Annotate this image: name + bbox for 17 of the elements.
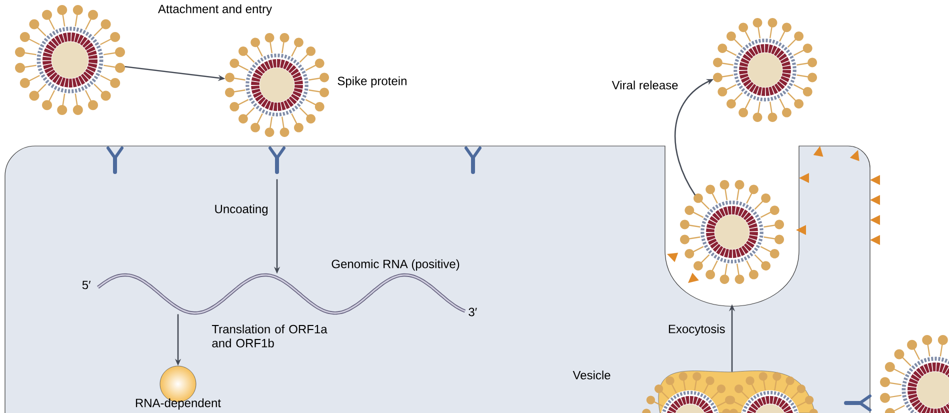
virus-drawing <box>713 18 817 122</box>
edge-label: Translation of ORF1a and ORF1b <box>210 323 334 349</box>
beside-label: 5′ <box>82 280 91 290</box>
beside-label: Genomic RNA (positive) <box>332 259 460 271</box>
beside-label: Vesicle <box>572 370 610 380</box>
vesicle-drawing <box>642 370 818 413</box>
edge-label: Attachment and entry <box>156 2 274 18</box>
virus-drawing <box>15 5 125 115</box>
beside-label: 3′ <box>468 308 477 316</box>
beside-label: RNA-dependent <box>136 398 221 410</box>
edge-label: Exocytosis <box>666 322 727 338</box>
rna-strand-drawing <box>97 273 466 315</box>
virus-drawing <box>680 180 784 284</box>
edge-label: Viral release <box>610 79 680 91</box>
virus-drawing <box>225 33 329 137</box>
beside-label: Spike protein <box>338 76 406 88</box>
edge-label: Uncoating <box>212 202 270 218</box>
